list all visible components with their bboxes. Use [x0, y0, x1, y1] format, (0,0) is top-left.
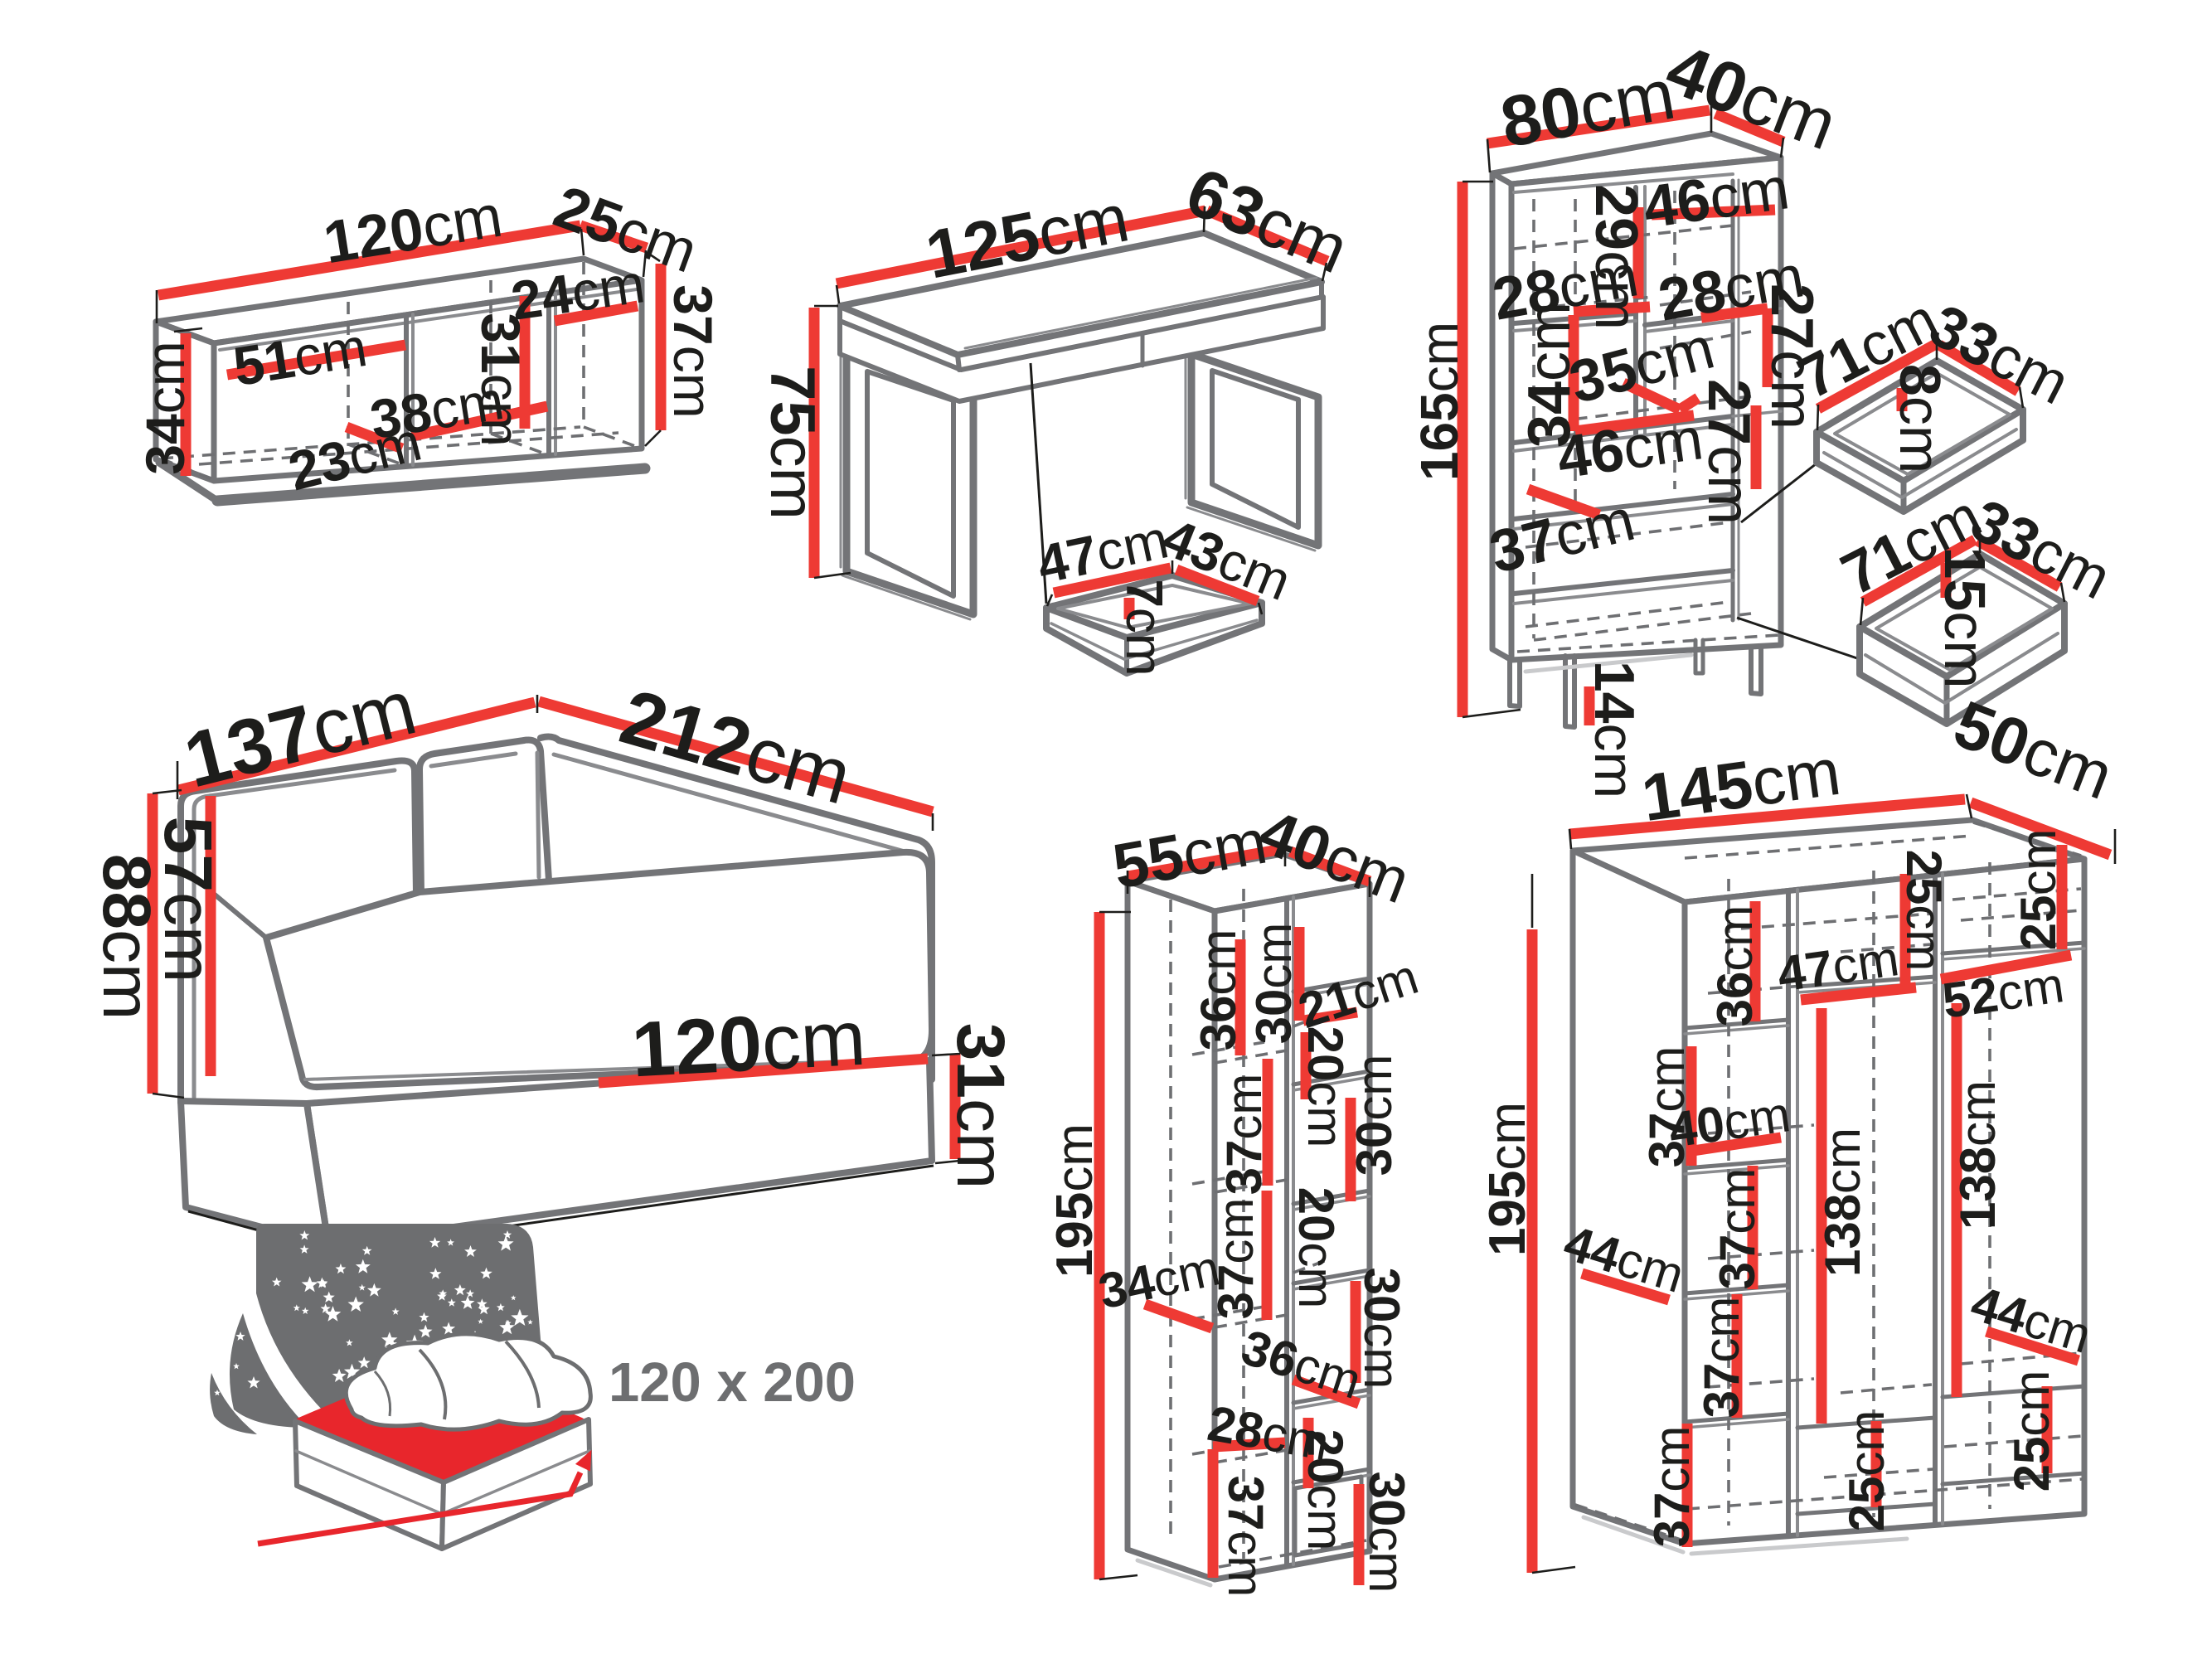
- svg-text:37cm: 37cm: [1710, 1168, 1765, 1290]
- svg-text:28cm: 28cm: [1654, 243, 1809, 333]
- svg-text:40cm: 40cm: [1666, 1086, 1794, 1158]
- svg-text:120cm: 120cm: [629, 994, 867, 1094]
- svg-text:7cm: 7cm: [1115, 579, 1172, 676]
- svg-text:120 x 200: 120 x 200: [609, 1351, 856, 1414]
- svg-text:37cm: 37cm: [1639, 1046, 1695, 1168]
- svg-text:30cm: 30cm: [1354, 1268, 1409, 1390]
- svg-text:37cm: 37cm: [1644, 1426, 1700, 1548]
- svg-text:47cm: 47cm: [1032, 508, 1174, 594]
- svg-text:80cm: 80cm: [1495, 54, 1681, 163]
- svg-text:46cm: 46cm: [1639, 155, 1792, 241]
- svg-text:46cm: 46cm: [1553, 405, 1706, 492]
- svg-text:24cm: 24cm: [507, 252, 648, 332]
- svg-text:30cm: 30cm: [1246, 923, 1302, 1045]
- svg-text:29cm: 29cm: [1583, 184, 1649, 330]
- svg-text:28cm: 28cm: [1204, 1395, 1333, 1471]
- svg-text:57cm: 57cm: [150, 817, 226, 983]
- svg-text:120cm: 120cm: [319, 183, 507, 277]
- svg-text:138cm: 138cm: [1950, 1080, 2006, 1230]
- svg-text:75cm: 75cm: [757, 366, 827, 520]
- svg-text:145cm: 145cm: [1637, 735, 1845, 836]
- svg-text:30cm: 30cm: [1359, 1472, 1414, 1594]
- svg-text:36cm: 36cm: [1707, 905, 1763, 1027]
- svg-text:88cm: 88cm: [89, 854, 164, 1021]
- svg-text:20cm: 20cm: [1298, 1026, 1353, 1148]
- svg-text:8cm: 8cm: [1888, 364, 1952, 473]
- svg-text:25cm: 25cm: [1896, 850, 1952, 972]
- svg-text:195cm: 195cm: [1479, 1102, 1536, 1256]
- svg-text:52cm: 52cm: [1939, 957, 2068, 1029]
- svg-text:25cm: 25cm: [1839, 1410, 1894, 1532]
- svg-text:20cm: 20cm: [1288, 1187, 1344, 1309]
- svg-text:36cm: 36cm: [1191, 929, 1246, 1051]
- svg-text:55cm: 55cm: [1108, 806, 1272, 902]
- svg-text:37cm: 37cm: [1216, 1074, 1272, 1196]
- svg-text:30cm: 30cm: [1346, 1055, 1402, 1176]
- svg-text:51cm: 51cm: [230, 316, 371, 397]
- svg-text:165cm: 165cm: [1409, 322, 1469, 481]
- svg-text:14cm: 14cm: [1583, 661, 1646, 798]
- svg-text:34cm: 34cm: [134, 341, 196, 474]
- svg-text:31cm: 31cm: [943, 1023, 1018, 1190]
- svg-text:27cm: 27cm: [1758, 284, 1825, 429]
- svg-text:138cm: 138cm: [1815, 1128, 1870, 1277]
- svg-text:15cm: 15cm: [1933, 546, 1997, 688]
- svg-text:34cm: 34cm: [1094, 1239, 1224, 1319]
- svg-text:28cm: 28cm: [1488, 242, 1643, 332]
- svg-text:47cm: 47cm: [1774, 930, 1903, 1002]
- svg-text:25cm: 25cm: [2011, 829, 2066, 951]
- svg-text:27cm: 27cm: [1695, 379, 1762, 525]
- svg-text:195cm: 195cm: [1046, 1123, 1104, 1278]
- svg-text:25cm: 25cm: [2004, 1370, 2059, 1492]
- svg-text:20cm: 20cm: [1298, 1429, 1353, 1551]
- svg-text:37cm: 37cm: [1208, 1198, 1264, 1320]
- svg-text:34cm: 34cm: [1516, 302, 1583, 448]
- svg-text:37cm: 37cm: [1218, 1476, 1273, 1598]
- svg-text:31cm: 31cm: [470, 313, 531, 446]
- svg-text:38cm: 38cm: [366, 369, 508, 450]
- svg-text:37cm: 37cm: [662, 284, 724, 418]
- svg-text:37cm: 37cm: [1694, 1297, 1749, 1419]
